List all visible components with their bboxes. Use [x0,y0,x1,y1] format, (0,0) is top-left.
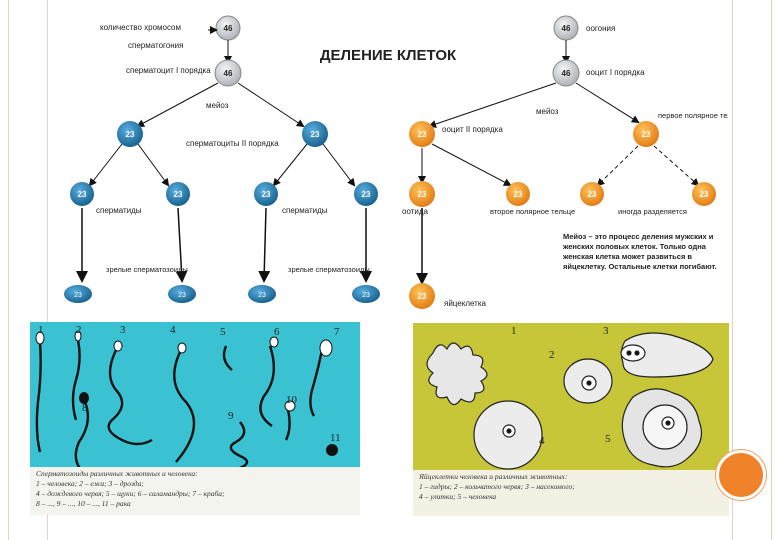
polar-body-1-label: первое полярное тельце [658,111,728,120]
ootid-cell [409,181,435,207]
sperm-number-10: 10 [286,394,297,406]
egg-caption: Яйцеклетки человека и различных животных… [413,470,729,516]
mature-sperm-4 [352,285,380,303]
diagram-title: ДЕЛЕНИЕ КЛЕТОК [320,47,457,64]
polar-body-1 [633,121,659,147]
sometimes-divides-label: иногда разделяется [618,207,687,216]
mature-sperm-4-count: 23 [362,292,370,299]
male-branch: 46 количество хромосом сперматогония 46 … [64,15,380,303]
insect-egg [620,332,714,378]
spermatocyte-2-left [117,121,143,147]
egg-number-1: 1 [511,325,517,337]
sperm-number-7: 7 [334,326,340,338]
sperm-illustrations [35,330,338,467]
cell-division-diagram: ДЕЛЕНИЕ КЛЕТОК 46 количество хромосом сп… [58,10,728,320]
polar-body-4-count: 23 [700,190,709,199]
sperm-number-5: 5 [220,326,226,338]
sperm-number-1: 1 [38,324,44,336]
spermatocyte-1-count: 46 [224,69,233,78]
spermatocyte-1-cell [214,59,242,87]
oogonia-label: оогония [586,24,615,33]
oocyte-2-label: ооцит II порядка [442,125,503,134]
sperm-caption-line-2: 1 – человека; 2 – ежа; 3 – дрозда; [36,479,144,488]
egg-number-4: 4 [539,435,545,447]
mature-sperm-1-count: 23 [74,292,82,299]
spermatocyte-1-label: сперматоцит I порядка [126,66,211,75]
mature-sperm-1 [64,285,92,303]
polar-body-2-count: 23 [514,190,523,199]
sperm-number-11: 11 [330,432,341,444]
meiosis-note: Мейоз – это процесс деления мужских и же… [563,232,717,271]
polar-body-3-count: 23 [588,190,597,199]
slide-badge [716,450,766,500]
spermatids-right-label: сперматиды [282,206,328,215]
egg-number-5: 5 [605,433,611,445]
sperm-types-panel: 1 2 3 4 5 6 7 8 9 10 11 Сперматозоиды ра… [30,322,360,515]
mature-sperm-2-count: 23 [178,292,186,299]
mature-sperm-left-label: зрелые сперматозоиды [106,265,188,274]
egg-illustrations [426,332,714,470]
egg-types-panel: 1 2 3 4 5 Яйцеклетки человека и различны… [413,323,729,516]
oocyte-2-cell [409,121,435,147]
sperm-caption-line-4: 8 – ..., 9 – ..., 10 – ..., 11 – рака [36,499,131,508]
mature-sperm-3-count: 23 [258,292,266,299]
spermatid-2-count: 23 [174,190,183,199]
sperm-number-9: 9 [228,410,234,422]
oocyte-1-count: 46 [562,69,571,78]
spermatid-3-count: 23 [262,190,271,199]
spermatocyte-2-right [302,121,328,147]
egg-number-3: 3 [603,325,609,337]
egg-cell [409,283,435,309]
egg-number-2: 2 [549,349,555,361]
polar-body-3 [580,182,604,206]
sperm-number-2: 2 [76,324,82,336]
male-meiosis-label: мейоз [206,101,229,110]
mature-sperm-right-label: зрелые сперматозоиды [288,265,370,274]
polar-body-2 [506,182,530,206]
sperm-number-8: 8 [82,402,88,414]
ootid-label: оотида [402,207,429,216]
spermatid-2 [166,182,190,206]
polar-body-1-count: 23 [642,130,651,139]
oocyte-2-count: 23 [418,130,427,139]
sperm-number-3: 3 [120,324,126,336]
spermatid-3 [254,182,278,206]
spermatogonia-label: сперматогония [128,41,183,50]
egg-caption-line-2: 1 – гидры; 2 – кольчатого червя; 3 – нас… [419,482,575,491]
sperm-caption: Сперматозоиды различных животных и челов… [30,467,360,515]
chromosome-count-label: количество хромосом [100,23,181,32]
female-meiosis-label: мейоз [536,107,559,116]
polar-body-2-label: второе полярное тельце [490,207,575,216]
spermatid-4-count: 23 [362,190,371,199]
oocyte-1-label: ооцит I порядка [586,68,645,77]
sperm-caption-line-1: Сперматозоиды различных животных и челов… [36,469,198,478]
spermatogonium-count: 46 [224,24,233,33]
egg-caption-line-1: Яйцеклетки человека и различных животных… [419,472,568,481]
spermatid-1 [70,182,94,206]
polar-body-4 [692,182,716,206]
oocyte-1-cell [552,59,580,87]
sperm-caption-line-3: 4 – дождевого червя; 5 – щуки; 6 – салам… [36,489,225,498]
egg-cell-label: яйцеклетка [444,299,487,308]
spermatocyte-2-left-count: 23 [126,130,135,139]
spermatocyte-2-right-count: 23 [311,130,320,139]
left-frame-decoration [8,0,48,540]
oogonium-count: 46 [562,24,571,33]
spermatids-left-label: сперматиды [96,206,142,215]
ootid-count: 23 [418,190,427,199]
hydra-egg [426,342,488,406]
egg-cell-count: 23 [418,292,427,301]
sperm-number-4: 4 [170,324,176,336]
mature-sperm-2 [168,285,196,303]
sperm-number-6: 6 [274,326,280,338]
female-branch: 46 оогония 46 ооцит I порядка мейоз 23 о… [402,15,728,309]
spermatid-1-count: 23 [78,190,87,199]
mature-sperm-3 [248,285,276,303]
spermatocyte-2-label: сперматоциты II порядка [186,139,279,148]
spermatid-4 [354,182,378,206]
egg-caption-line-3: 4 – улитки; 5 – человека [419,492,497,501]
right-frame-decoration [732,0,772,540]
